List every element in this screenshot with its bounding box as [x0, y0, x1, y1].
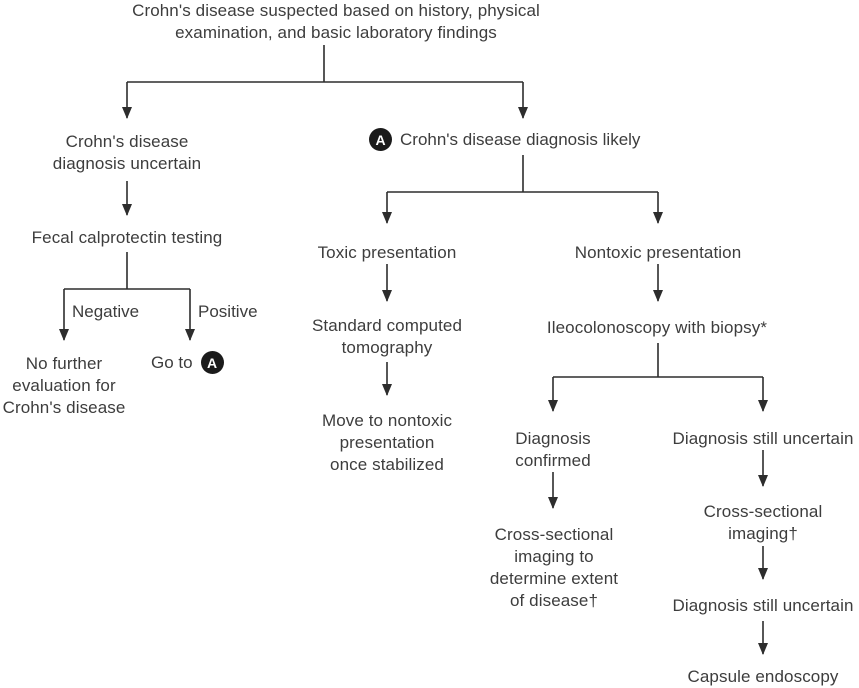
- node-cross-sectional-imaging-extent: Cross-sectional imaging to determine ext…: [489, 525, 619, 610]
- node-diagnosis-still-uncertain-1: Diagnosis still uncertain: [672, 429, 854, 448]
- node-ileocolonoscopy-with-biopsy: Ileocolonoscopy with biopsy*: [546, 318, 768, 337]
- label-positive: Positive: [198, 302, 258, 321]
- node-capsule-endoscopy: Capsule endoscopy: [687, 667, 839, 686]
- node-nontoxic-presentation: Nontoxic presentation: [574, 243, 742, 262]
- node-cross-sectional-imaging: Cross-sectional imaging†: [703, 502, 823, 543]
- badge-a-icon: A: [369, 128, 392, 151]
- node-diagnosis-uncertain: Crohn's disease diagnosis uncertain: [52, 132, 202, 173]
- node-no-further-evaluation: No further evaluation for Crohn's diseas…: [2, 354, 126, 417]
- badge-a-icon: A: [200, 351, 224, 374]
- node-toxic-presentation: Toxic presentation: [317, 243, 457, 262]
- go-to-label: Go to: [151, 352, 193, 372]
- diagnosis-likely-label: Crohn's disease diagnosis likely: [400, 129, 641, 149]
- connector-fecal-split: [64, 252, 190, 290]
- node-fecal-calprotectin-testing: Fecal calprotectin testing: [31, 228, 223, 247]
- node-root-suspected: Crohn's disease suspected based on histo…: [132, 1, 540, 42]
- node-diagnosis-likely: A Crohn's disease diagnosis likely: [369, 128, 640, 151]
- node-diagnosis-still-uncertain-2: Diagnosis still uncertain: [672, 596, 854, 615]
- node-diagnosis-confirmed: Diagnosis confirmed: [515, 429, 591, 470]
- connector-root-split: [127, 45, 523, 83]
- connector-ileo-split: [553, 343, 763, 378]
- node-go-to-a: Go to A: [151, 351, 224, 374]
- connector-likely-split: [387, 155, 658, 193]
- node-move-to-nontoxic: Move to nontoxic presentation once stabi…: [321, 411, 453, 474]
- node-standard-computed-tomography: Standard computed tomography: [311, 316, 463, 357]
- label-negative: Negative: [72, 302, 140, 321]
